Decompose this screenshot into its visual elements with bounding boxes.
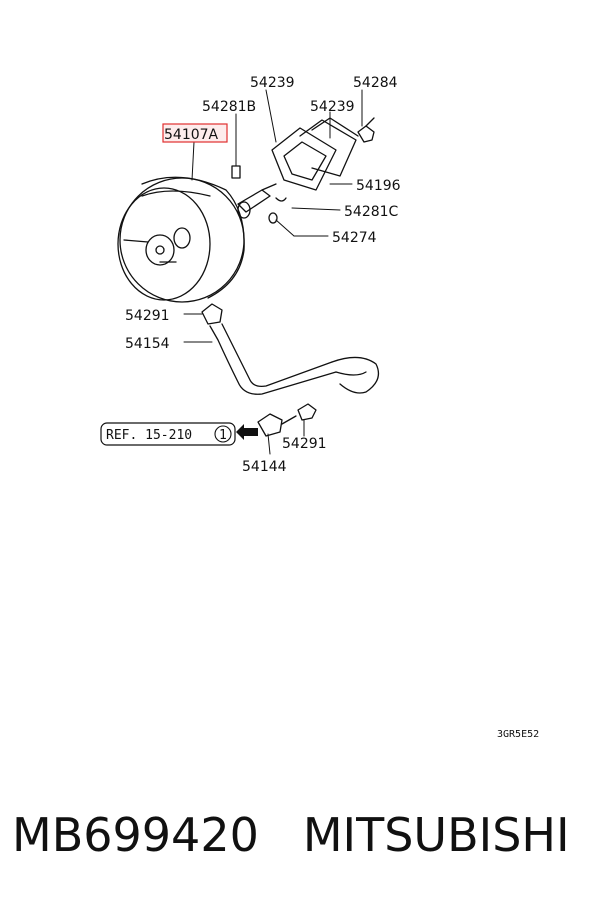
label-54281b: 54281B: [202, 99, 256, 115]
part-highlight-box: [162, 123, 228, 143]
reference-arrow: [236, 424, 258, 440]
label-54291-upper: 54291: [125, 308, 170, 324]
label-54284: 54284: [353, 75, 398, 91]
drawing-code: 3GR5E52: [497, 729, 539, 740]
label-54196: 54196: [356, 178, 401, 194]
label-54274: 54274: [332, 230, 377, 246]
label-54239-left: 54239: [250, 75, 295, 91]
parts-diagram: 54239 54284 54281B 54239 54107A 54196 54…: [100, 75, 539, 740]
vacuum-hose: [209, 323, 380, 395]
leader-lines: [183, 89, 363, 455]
label-54154: 54154: [125, 336, 170, 352]
label-54107a: 54107A: [164, 127, 219, 143]
booster-pushrod: [231, 165, 287, 224]
footer: MB699420 MITSUBISHI: [12, 808, 592, 862]
reference-circled-number: 1: [219, 428, 227, 443]
reference-box: REF. 15-210 1: [100, 422, 236, 446]
label-54144: 54144: [242, 459, 287, 475]
clamp-upper: [201, 303, 223, 325]
label-54281c: 54281C: [344, 204, 399, 220]
part-number: MB699420: [12, 808, 259, 862]
check-valve: [257, 403, 317, 437]
label-54239-right: 54239: [310, 99, 355, 115]
brand-name: MITSUBISHI: [302, 808, 570, 862]
brake-booster: [117, 176, 245, 303]
gasket-plates: [271, 117, 359, 191]
label-54291-lower: 54291: [282, 436, 327, 452]
reference-text: REF. 15-210: [106, 428, 192, 443]
bolt-54284: [357, 117, 375, 143]
